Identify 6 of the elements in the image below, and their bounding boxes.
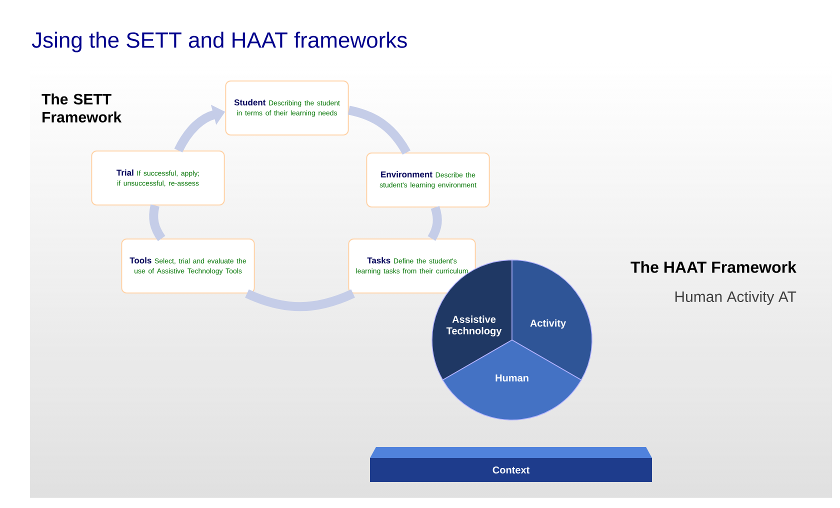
context-bar: Context xyxy=(370,447,652,482)
framework-heading: The HAAT Framework xyxy=(630,261,796,273)
framework-subtitle: Human Activity AT xyxy=(675,291,796,305)
slide-title: Jsing the SETT and HAAT frameworks xyxy=(32,32,407,52)
pie-slice: Human xyxy=(442,340,582,420)
framework-heading: The SETT Framework xyxy=(42,94,122,122)
